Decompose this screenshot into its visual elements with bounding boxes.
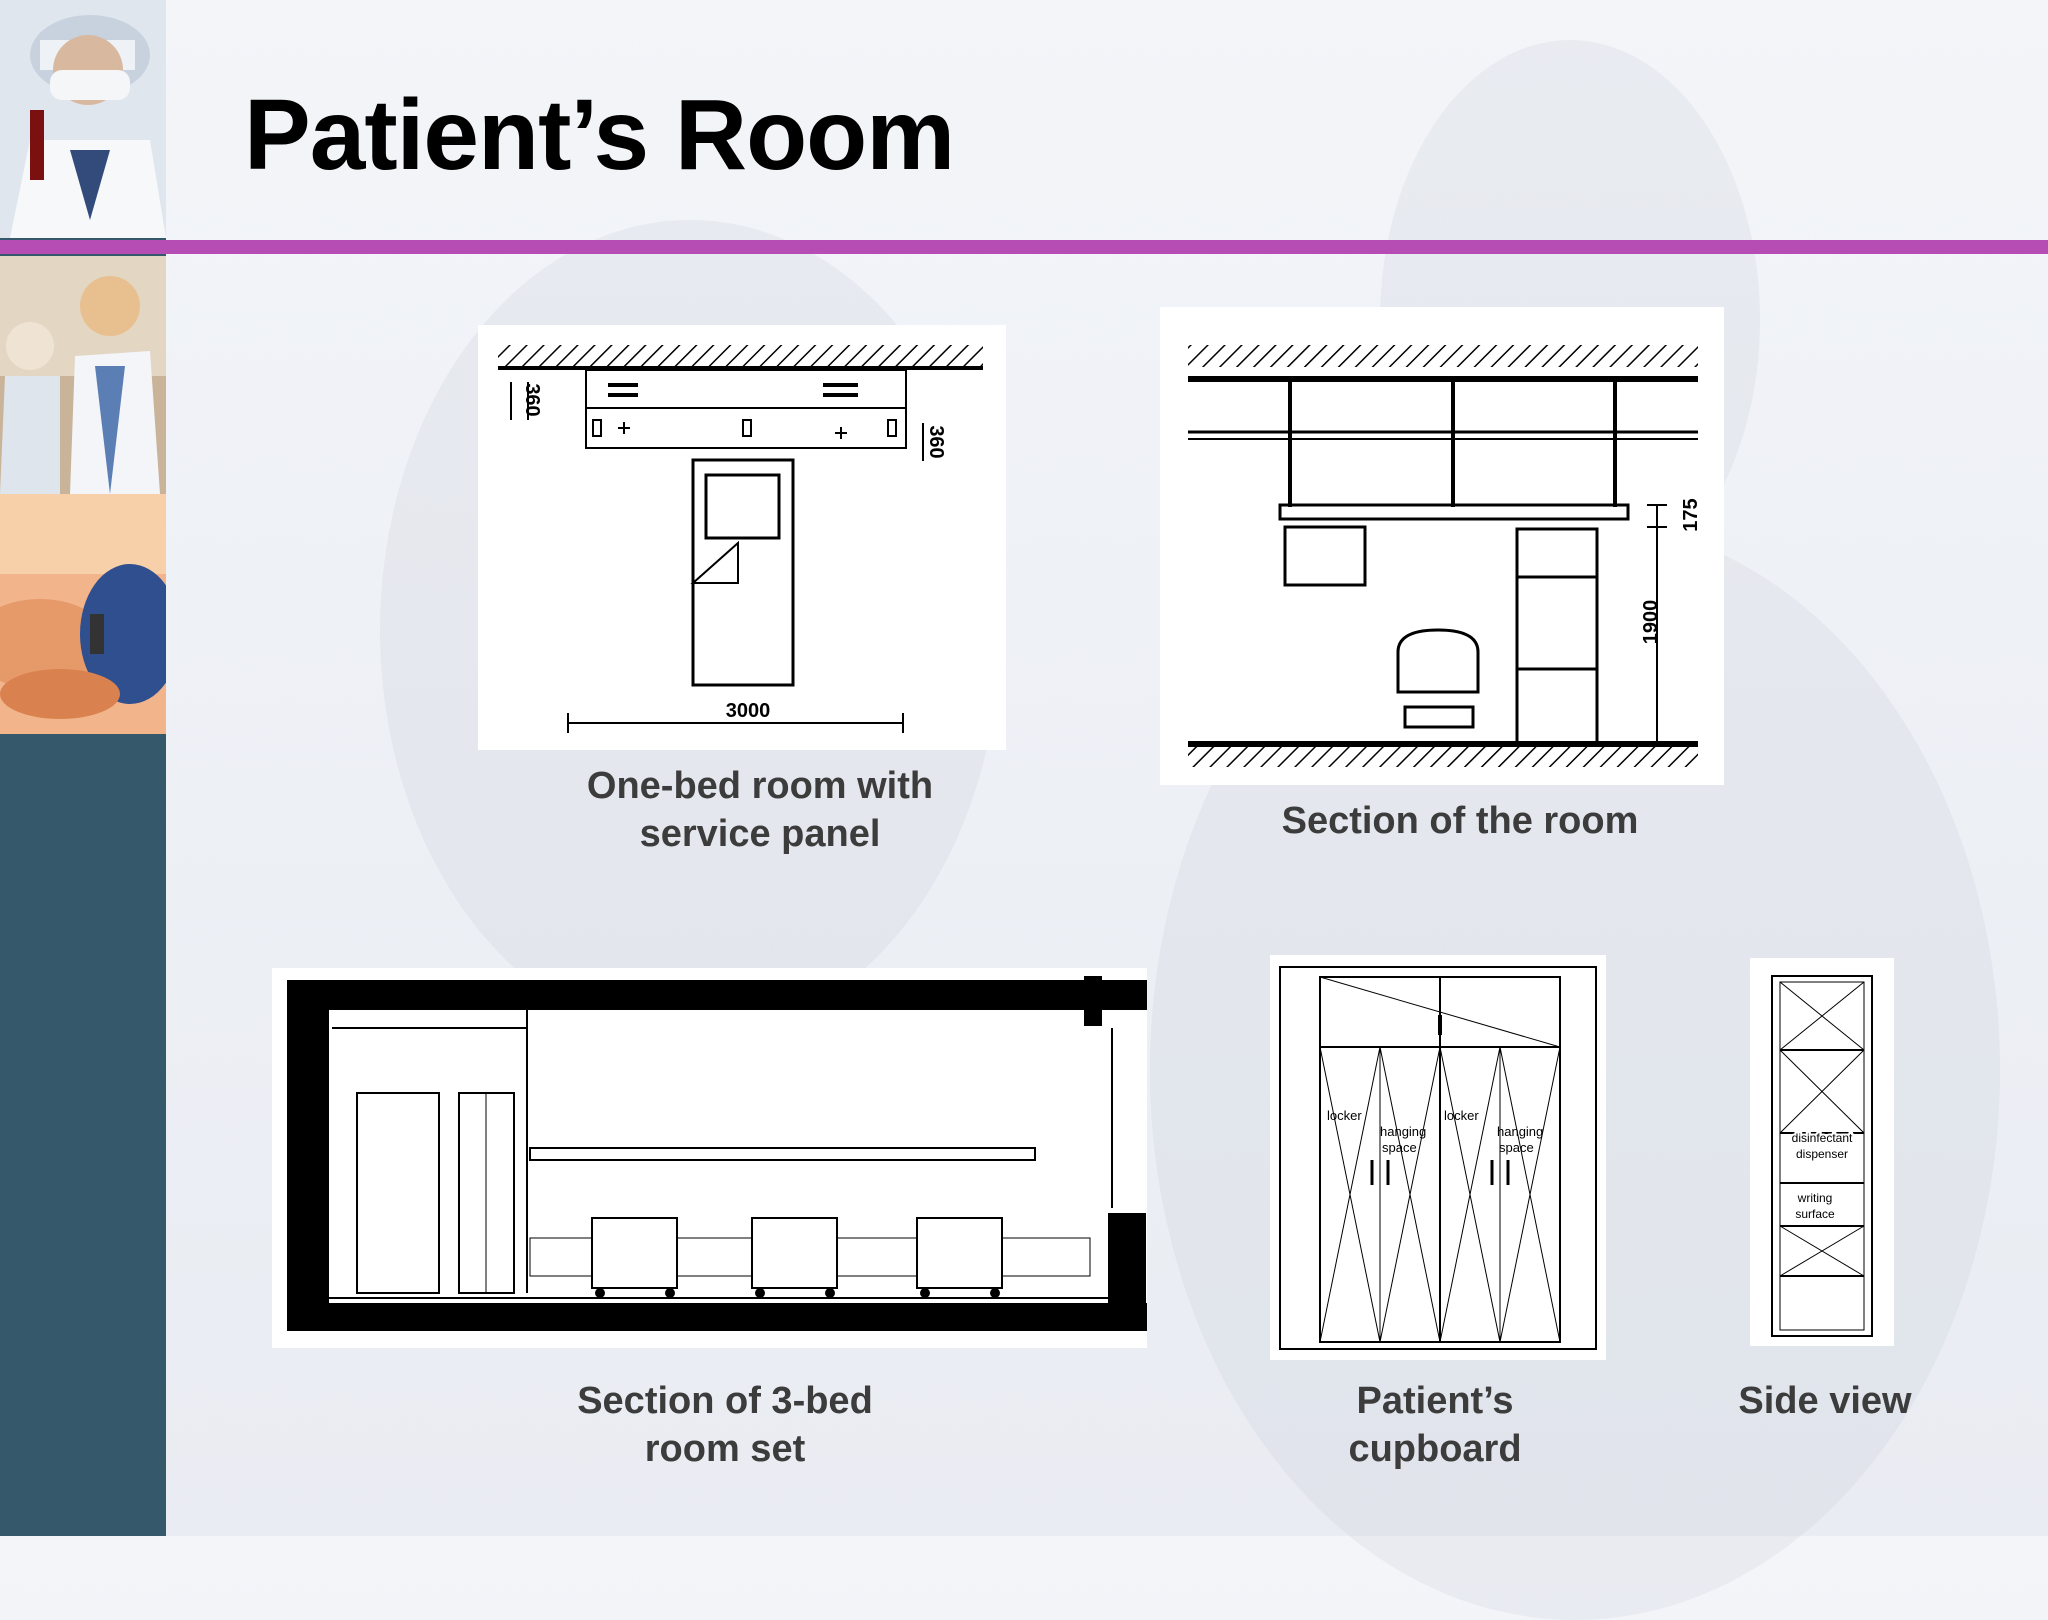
caption-one-bed-room: One-bed room with service panel — [586, 765, 934, 855]
caption-section-room: Section of the room — [1281, 800, 1639, 842]
doctor-photo — [0, 0, 166, 238]
caption-patient-cupboard: Patient’s cupboard — [1348, 1380, 1522, 1470]
label-locker-1: locker — [1327, 1108, 1362, 1123]
label-hanging-1: hanging — [1380, 1124, 1426, 1139]
dim-175: 175 — [1680, 498, 1702, 531]
dim-1900: 1900 — [1640, 600, 1662, 645]
label-space-2: space — [1499, 1140, 1534, 1155]
dim-left-360: 360 — [521, 383, 543, 416]
label-surface: surface — [1795, 1207, 1835, 1221]
label-dispenser: dispenser — [1796, 1147, 1848, 1161]
section-room-drawing: 175 1900 — [1160, 307, 1724, 785]
dim-width-3000: 3000 — [726, 700, 771, 722]
one-bed-room-drawing: 360 360 3000 — [478, 325, 1006, 750]
three-bed-section-drawing — [272, 968, 1147, 1348]
label-writing: writing — [1797, 1191, 1833, 1205]
slide-title: Patient’s Room — [244, 79, 955, 191]
side-view-drawing: disinfectant dispenser writing surface — [1750, 958, 1894, 1346]
caption-three-bed-room: Section of 3-bed room set — [577, 1380, 873, 1470]
accent-bar — [0, 240, 2048, 254]
blood-pressure-photo — [0, 494, 166, 734]
patient-cupboard-drawing: locker hanging space locker hanging spac… — [1270, 955, 1606, 1360]
label-hanging-2: hanging — [1497, 1124, 1543, 1139]
label-space-1: space — [1382, 1140, 1417, 1155]
nurse-photo — [0, 256, 166, 494]
label-disinfectant: disinfectant — [1792, 1131, 1853, 1145]
label-locker-2: locker — [1444, 1108, 1479, 1123]
caption-side-view: Side view — [1738, 1380, 1912, 1422]
dim-right-360: 360 — [925, 425, 947, 458]
